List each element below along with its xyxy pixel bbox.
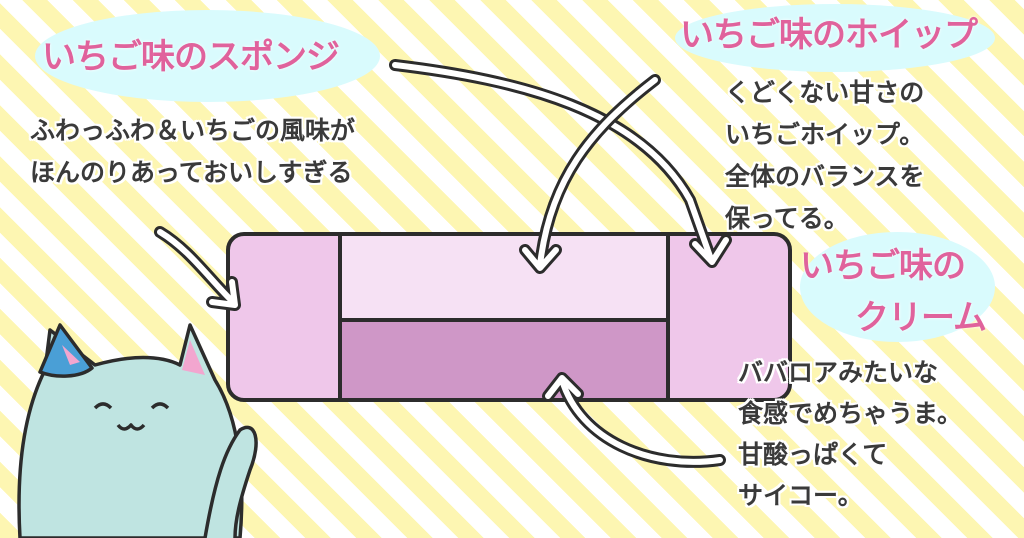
cream-description: ババロアみたいな 食感でめちゃうま。 甘酸っぱくて サイコー。 (738, 352, 962, 516)
sponge-title-bubble (35, 10, 380, 102)
whip-line: 全体のバランスを (725, 162, 925, 191)
sponge-line: ほんのりあっておいしすぎる (30, 158, 353, 187)
sponge-title: いちご味のスポンジ (42, 37, 340, 77)
whip-title-bubble (675, 4, 995, 72)
whip-line: いちごホイップ。 (725, 120, 925, 149)
cream-title-line: クリーム (855, 298, 987, 338)
cream-line: 食感でめちゃうま。 (738, 399, 963, 428)
arrow-cream-to-layer (542, 372, 726, 468)
whip-line: くどくない甘さの (725, 78, 925, 107)
cream-line: 甘酸っぱくて (738, 440, 888, 469)
arrow-sponge-to-end (154, 226, 241, 311)
sponge-line: ふわっふわ＆いちごの風味が (30, 116, 356, 145)
cream-title: いちご味の クリーム (800, 240, 987, 344)
whip-layer (338, 232, 670, 322)
cream-line: ババロアみたいな (738, 358, 939, 387)
whip-title: いちご味のホイップ (680, 15, 978, 55)
arrow-whip-to-layer (519, 74, 661, 274)
sponge-description: ふわっふわ＆いちごの風味が ほんのりあっておいしすぎる (30, 110, 355, 194)
arrow-sponge-to-right (389, 59, 732, 268)
whip-line: 保ってる。 (725, 204, 849, 233)
cream-line: サイコー。 (738, 481, 863, 510)
cream-title-bubble (800, 232, 995, 342)
cream-title-line: いちご味の (800, 246, 966, 286)
cat-mascot (17, 323, 258, 538)
cream-layer (338, 318, 670, 402)
whip-description: くどくない甘さの いちごホイップ。 全体のバランスを 保ってる。 (725, 72, 925, 240)
cake-cross-section (226, 232, 792, 402)
